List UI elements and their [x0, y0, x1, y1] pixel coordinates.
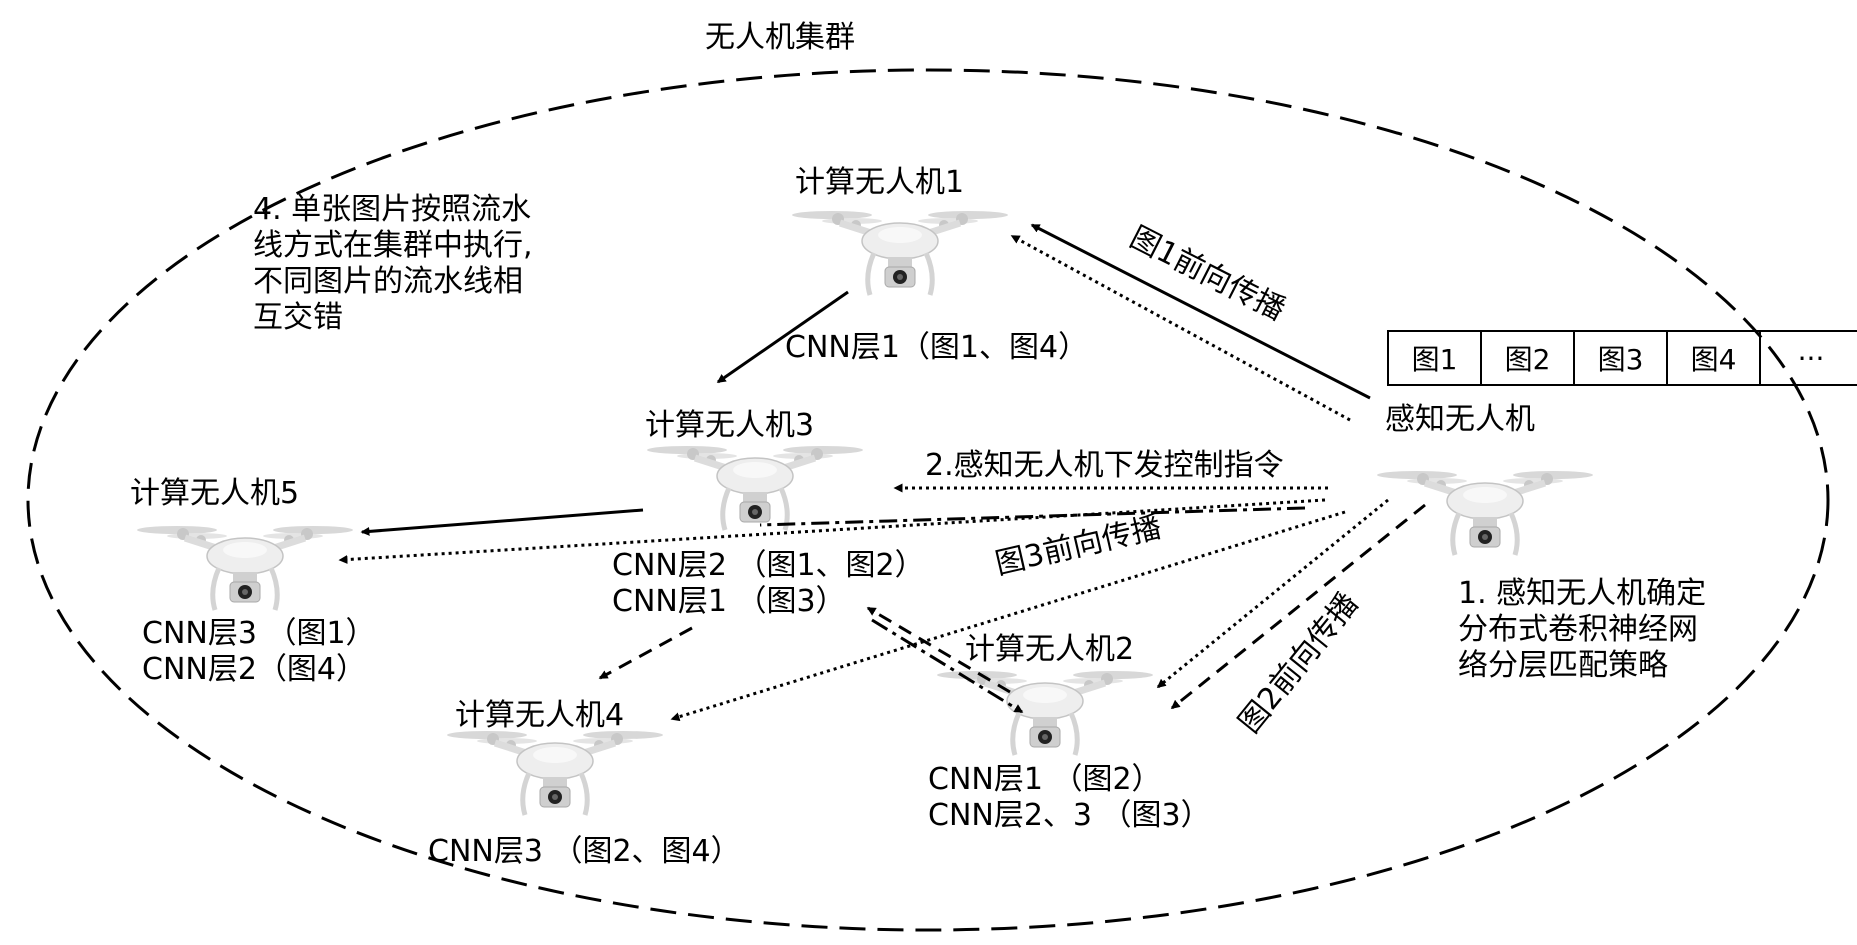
drone-compute-1-icon [792, 211, 1008, 295]
note-pipeline-line: 不同图片的流水线相 [253, 264, 523, 299]
note-pipeline-line: 互交错 [253, 300, 343, 335]
note-strategy-line: 络分层匹配策略 [1458, 648, 1668, 683]
drone-compute-3-icon [647, 446, 863, 530]
drone-compute-4-icon [447, 731, 663, 815]
arrow-fp1-c1-to-c3 [716, 290, 849, 384]
drone-sensing-icon [1377, 471, 1593, 555]
compute-drone-2-label: 计算无人机2 [965, 632, 1135, 667]
note-pipeline: 4. 单张图片按照流水 线方式在集群中执行, 不同图片的流水线相 互交错 [253, 192, 533, 336]
compute-drone-5-layer: CNN层2（图4） [142, 652, 367, 687]
arrow-fp1-c3-to-c5 [360, 508, 644, 536]
arrow-fp2-c2-to-c3 [866, 606, 1011, 694]
drone-compute-2-icon [937, 671, 1153, 755]
arrow-fp3-c3-to-c2 [871, 618, 1024, 714]
queue-cell: 图3 [1575, 332, 1668, 384]
compute-drone-1-label: 计算无人机1 [795, 165, 965, 200]
compute-drone-5-layer: CNN层3 （图1） [142, 616, 376, 651]
compute-drone-2-layer: CNN层2、3 （图3） [928, 798, 1211, 833]
note-strategy: 1. 感知无人机确定 分布式卷积神经网 络分层匹配策略 [1458, 576, 1706, 684]
arrow-ctrl-to-c2 [1156, 498, 1389, 689]
arrow-fp1-sense-to-c1 [1030, 223, 1371, 400]
compute-drone-1-layer: CNN层1（图1、图4） [785, 330, 1089, 365]
queue-cell: 图4 [1668, 332, 1761, 384]
control-label: 2.感知无人机下发控制指令 [925, 448, 1284, 483]
sensing-drone-label: 感知无人机 [1385, 402, 1535, 437]
note-pipeline-line: 4. 单张图片按照流水 [253, 192, 532, 227]
arrow-fp2-sense-to-c2 [1170, 503, 1426, 710]
arrow-fp2-c3-to-c4 [598, 626, 693, 680]
note-strategy-line: 分布式卷积神经网 [1458, 612, 1698, 647]
queue-cell: 图2 [1482, 332, 1575, 384]
compute-drone-2-layer: CNN层1 （图2） [928, 762, 1162, 797]
image-queue: 图1 图2 图3 图4 ··· [1387, 330, 1857, 386]
drone-compute-5-icon [137, 526, 353, 610]
arrow-ctrl-to-c4 [670, 510, 1346, 722]
compute-drone-4-layer: CNN层3 （图2、图4） [428, 834, 741, 869]
compute-drone-3-label: 计算无人机3 [645, 408, 815, 443]
arrow-ctrl-to-c1 [1010, 234, 1351, 422]
arrow-fp3-sense-to-c3 [759, 506, 1306, 527]
compute-drone-5-label: 计算无人机5 [130, 476, 300, 511]
note-strategy-line: 1. 感知无人机确定 [1458, 576, 1707, 611]
compute-drone-2-layers: CNN层1 （图2） CNN层2、3 （图3） [928, 762, 1211, 834]
cluster-boundary [26, 68, 1830, 932]
note-pipeline-line: 线方式在集群中执行, [253, 228, 533, 263]
compute-drone-3-layer: CNN层1 （图3） [612, 584, 846, 619]
cluster-title: 无人机集群 [705, 20, 855, 55]
compute-drone-3-layer: CNN层2 （图1、图2） [612, 548, 925, 583]
compute-drone-5-layers: CNN层3 （图1） CNN层2（图4） [142, 616, 376, 688]
compute-drone-3-layers: CNN层2 （图1、图2） CNN层1 （图3） [612, 548, 925, 620]
queue-cell: ··· [1797, 341, 1825, 375]
compute-drone-4-label: 计算无人机4 [455, 698, 625, 733]
queue-cell: 图1 [1389, 332, 1482, 384]
